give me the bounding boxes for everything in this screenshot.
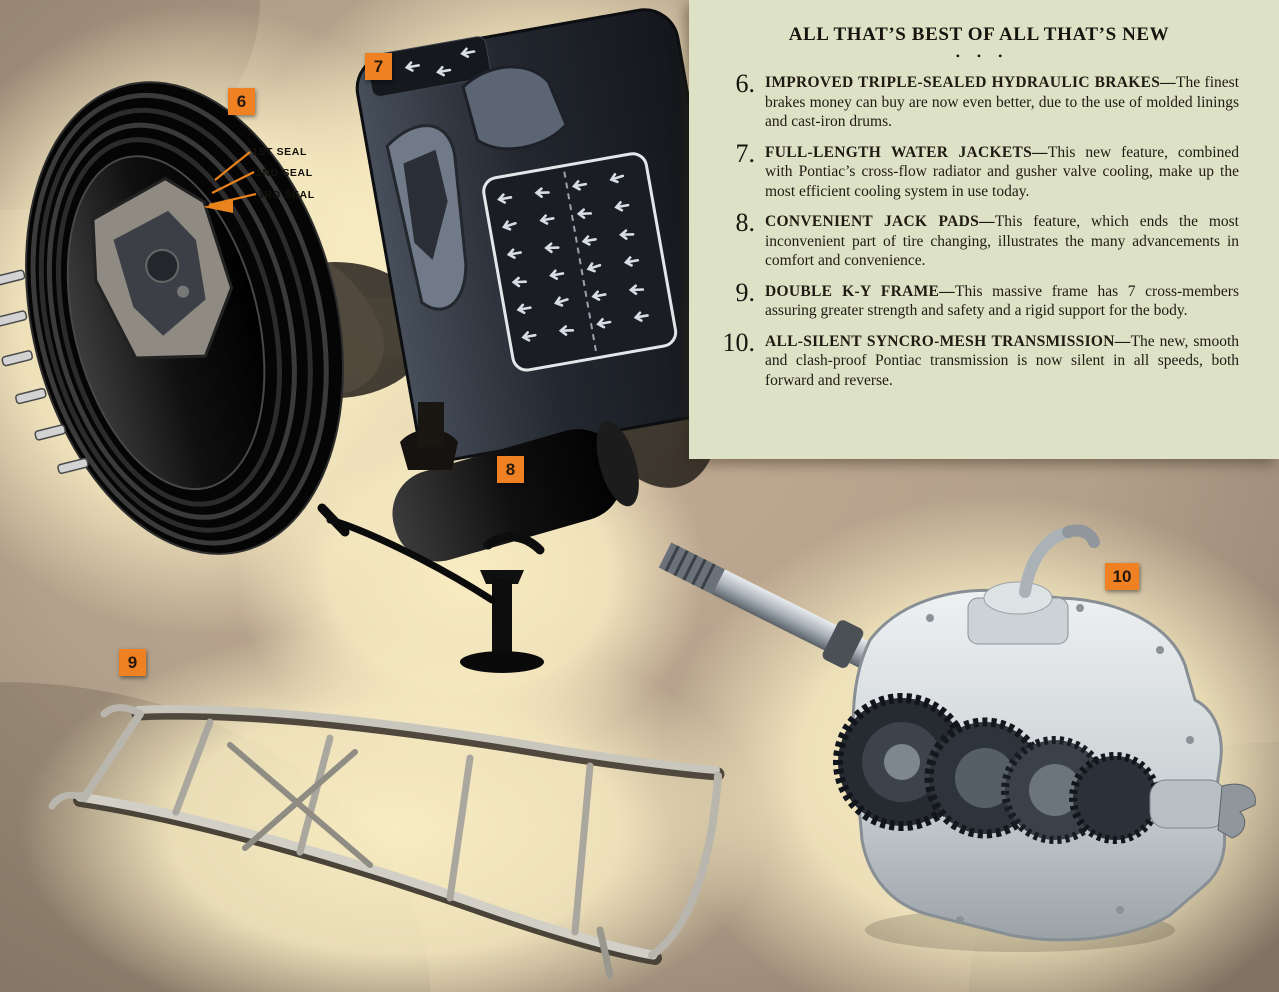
feature-body: This new feature, combined with Pontiac’…	[765, 143, 1239, 200]
feature-item-10: 10. ALL-SILENT SYNCRO-MESH TRANSMISSION—…	[719, 327, 1240, 391]
feature-text: ALL-SILENT SYNCRO-MESH TRANSMISSION—The …	[765, 332, 1239, 391]
feature-body: The finest brakes money can buy are now …	[765, 74, 1239, 131]
feature-tag-7: 7	[365, 53, 392, 80]
feature-tag-8: 8	[497, 456, 524, 483]
feature-number: 6.	[735, 69, 756, 98]
feature-tag-9: 9	[119, 649, 146, 676]
seal-label-2nd: 2ND SEAL	[256, 167, 313, 179]
case-bolts	[926, 604, 1194, 924]
seal-label-3rd: 3RD SEAL	[258, 189, 315, 201]
input-shaft	[658, 542, 873, 669]
feature-item-6: 6. IMPROVED TRIPLE-SEALED HYDRAULIC BRAK…	[719, 69, 1240, 132]
feature-number: 7.	[735, 138, 756, 168]
feature-tag-10: 10	[1105, 563, 1139, 590]
feature-heading: DOUBLE K-Y FRAME—	[765, 282, 955, 300]
feature-heading: IMPROVED TRIPLE-SEALED HYDRAULIC BRAKES—	[765, 74, 1176, 91]
feature-body: The new, smooth and clash-proof Pontiac …	[765, 332, 1239, 389]
seal-arrow-icon	[203, 199, 233, 213]
wheel-studs	[0, 269, 89, 475]
feature-body: This massive frame has 7 cross-members a…	[765, 282, 1239, 320]
features-panel: ALL THAT’S BEST OF ALL THAT’S NEW • • • …	[689, 0, 1279, 459]
water-jacket-panel	[482, 152, 678, 372]
feature-number: 10.	[722, 327, 756, 357]
feature-tag-6: 6	[228, 88, 255, 115]
feature-heading: FULL-LENGTH WATER JACKETS—	[765, 143, 1048, 161]
feature-text: IMPROVED TRIPLE-SEALED HYDRAULIC BRAKES—…	[765, 73, 1239, 132]
feature-text: FULL-LENGTH WATER JACKETS—This new featu…	[765, 143, 1239, 202]
feature-heading: CONVENIENT JACK PADS—	[765, 213, 995, 231]
frame-illustration	[48, 704, 725, 979]
brake-drum-illustration	[0, 81, 345, 555]
water-jacket-illustration	[355, 8, 740, 461]
panel-dots: • • •	[955, 49, 1003, 63]
feature-text: CONVENIENT JACK PADS—This feature, which…	[765, 212, 1239, 271]
feature-body: This feature, which ends the most inconv…	[765, 213, 1239, 270]
drum-cutaway-seals	[91, 176, 234, 360]
jack-illustration	[317, 402, 639, 673]
shift-tower	[967, 524, 1100, 645]
feature-item-9: 9. DOUBLE K-Y FRAME—This massive frame h…	[719, 277, 1240, 321]
feature-text: DOUBLE K-Y FRAME—This massive frame has …	[765, 282, 1239, 321]
feature-number: 8.	[735, 208, 756, 238]
gear-train	[833, 693, 1161, 844]
feature-heading: ALL-SILENT SYNCRO-MESH TRANSMISSION—	[765, 332, 1131, 350]
feature-item-7: 7. FULL-LENGTH WATER JACKETS—This new fe…	[719, 138, 1240, 202]
transmission-illustration	[658, 524, 1256, 952]
panel-title: ALL THAT’S BEST OF ALL THAT’S NEW	[788, 24, 1170, 45]
feature-number: 9.	[735, 277, 756, 307]
seal-label-1st: 1ST SEAL	[252, 146, 307, 158]
feature-item-8: 8. CONVENIENT JACK PADS—This feature, wh…	[719, 208, 1240, 271]
